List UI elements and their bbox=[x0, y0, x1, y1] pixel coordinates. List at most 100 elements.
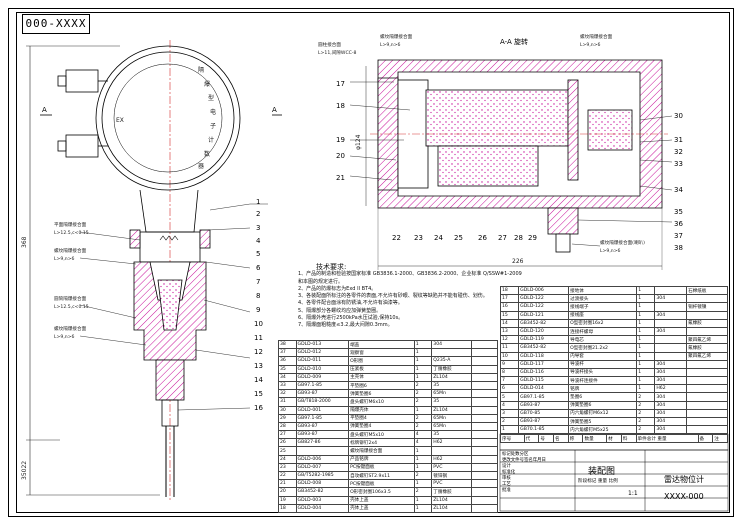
svg-text:35: 35 bbox=[674, 208, 683, 216]
svg-text:27: 27 bbox=[498, 234, 507, 242]
svg-text:33: 33 bbox=[674, 160, 683, 168]
note-line: 2、产品的防爆标志为Exd II BT4。 bbox=[298, 285, 377, 292]
table-cell: 内导套 bbox=[568, 351, 638, 361]
svg-text:7: 7 bbox=[256, 278, 260, 286]
table-cell: GB93-87 bbox=[295, 421, 350, 432]
table-cell: 22 bbox=[278, 470, 297, 481]
table-cell: 1 bbox=[636, 384, 656, 394]
table-cell: 33 bbox=[278, 380, 297, 391]
table-cell: 16 bbox=[499, 302, 520, 312]
table-cell bbox=[470, 462, 499, 473]
table-cell: 壳体上盖 bbox=[348, 503, 415, 513]
table-cell: GB97.1-85 bbox=[295, 380, 350, 391]
table-cell: GB3452-82 bbox=[295, 487, 350, 497]
table-cell bbox=[470, 348, 499, 358]
table-cell bbox=[686, 400, 728, 410]
table-cell: GDLD-011 bbox=[295, 356, 350, 366]
table-cell: GB827-86 bbox=[295, 438, 350, 448]
outer-frame bbox=[8, 8, 734, 517]
table-cell: GDLD-117 bbox=[518, 359, 570, 369]
table-cell: 3 bbox=[499, 408, 520, 419]
table-cell: 35 bbox=[431, 380, 472, 391]
table-cell: 1 bbox=[413, 356, 433, 366]
table-cell: GB93-87 bbox=[295, 430, 350, 440]
table-cell: 1 bbox=[413, 364, 433, 374]
section-label: A-A 旋转 bbox=[500, 37, 528, 46]
inner-frame bbox=[16, 12, 730, 513]
table-cell bbox=[654, 343, 688, 353]
table-cell bbox=[686, 310, 728, 320]
table-cell: 称 bbox=[567, 433, 584, 444]
svg-text:计: 计 bbox=[208, 136, 214, 144]
table-cell: 25 bbox=[278, 446, 297, 456]
table-cell: PC按键面板 bbox=[348, 479, 415, 489]
table-cell: 12 bbox=[499, 335, 520, 345]
table-cell: 9 bbox=[499, 359, 520, 369]
table-cell: 17 bbox=[499, 294, 520, 304]
table-cell: 弹簧垫圈5 bbox=[568, 416, 638, 427]
svg-text:L>9,n>6: L>9,n>6 bbox=[380, 42, 401, 48]
table-cell: GDLD-118 bbox=[518, 351, 570, 361]
table-cell: GDLD-006 bbox=[295, 454, 350, 464]
table-cell: 1 bbox=[413, 348, 433, 358]
table-cell: PVC bbox=[431, 479, 472, 489]
table-row: 序号代号名称数量材料单件总计 重量备注 bbox=[500, 433, 728, 444]
table-cell: 6 bbox=[499, 384, 520, 394]
table-cell bbox=[654, 285, 688, 296]
dimension-diameter: φ124 bbox=[355, 134, 362, 150]
table-cell: 23 bbox=[278, 462, 297, 473]
table-cell bbox=[654, 351, 688, 361]
note-line: 7、隔爆面粗糙度≤3.2,最大间隙0.3mm。 bbox=[298, 322, 393, 329]
table-cell: 1 bbox=[413, 495, 433, 505]
svg-text:螺纹隔爆接合面: 螺纹隔爆接合面 bbox=[580, 33, 613, 40]
table-cell: 304 bbox=[654, 400, 688, 410]
svg-text:EX: EX bbox=[116, 117, 124, 124]
table-cell: 平垫圈6 bbox=[348, 380, 415, 391]
table-cell: 1 bbox=[413, 372, 433, 382]
svg-text:螺纹隔爆接合面: 螺纹隔爆接合面 bbox=[54, 325, 87, 332]
table-cell: 产品铭牌 bbox=[348, 454, 415, 464]
table-cell bbox=[470, 487, 499, 497]
table-cell bbox=[686, 392, 728, 402]
table-cell: H62 bbox=[431, 438, 472, 448]
table-cell: 21 bbox=[278, 479, 297, 489]
table-cell: 11 bbox=[499, 343, 520, 353]
table-cell: 38 bbox=[278, 339, 297, 350]
stage-label: 重量 bbox=[597, 479, 609, 484]
svg-text:5: 5 bbox=[256, 250, 260, 258]
table-cell: 26 bbox=[278, 438, 297, 448]
table-cell bbox=[686, 367, 728, 378]
table-cell bbox=[470, 356, 499, 366]
table-cell: 2 bbox=[413, 421, 433, 432]
table-cell: 34 bbox=[278, 372, 297, 382]
table-cell: GDLD-115 bbox=[518, 376, 570, 386]
table-cell bbox=[470, 479, 499, 489]
bom-header: 序号代号名称数量材料单件总计 重量备注 bbox=[500, 433, 728, 444]
table-cell: 1 bbox=[636, 351, 656, 361]
technical-notes: 技术要求: 1、产品的制造和检验按国家标准 GB3836.1-2000、GB38… bbox=[298, 263, 558, 330]
svg-text:25: 25 bbox=[454, 234, 463, 242]
table-cell: 名 bbox=[553, 433, 569, 444]
table-cell bbox=[654, 335, 688, 345]
table-cell: GDLD-008 bbox=[295, 479, 350, 489]
table-cell: 15 bbox=[499, 310, 520, 320]
table-cell: 连接杆螺母 bbox=[568, 326, 638, 337]
table-cell bbox=[431, 446, 472, 456]
svg-text:2: 2 bbox=[256, 210, 260, 218]
dimension-lower-height: 35022 bbox=[21, 461, 28, 480]
table-cell: 弹簧垫圈6 bbox=[348, 389, 415, 399]
note-line: 和本图的规定进行。 bbox=[298, 278, 344, 285]
dial-text: 隔 爆 型 电 子 计 数 器 EX bbox=[116, 66, 216, 170]
table-cell: 导波杆接头 bbox=[568, 367, 638, 378]
table-cell: 聚四氟乙烯 bbox=[686, 351, 728, 361]
